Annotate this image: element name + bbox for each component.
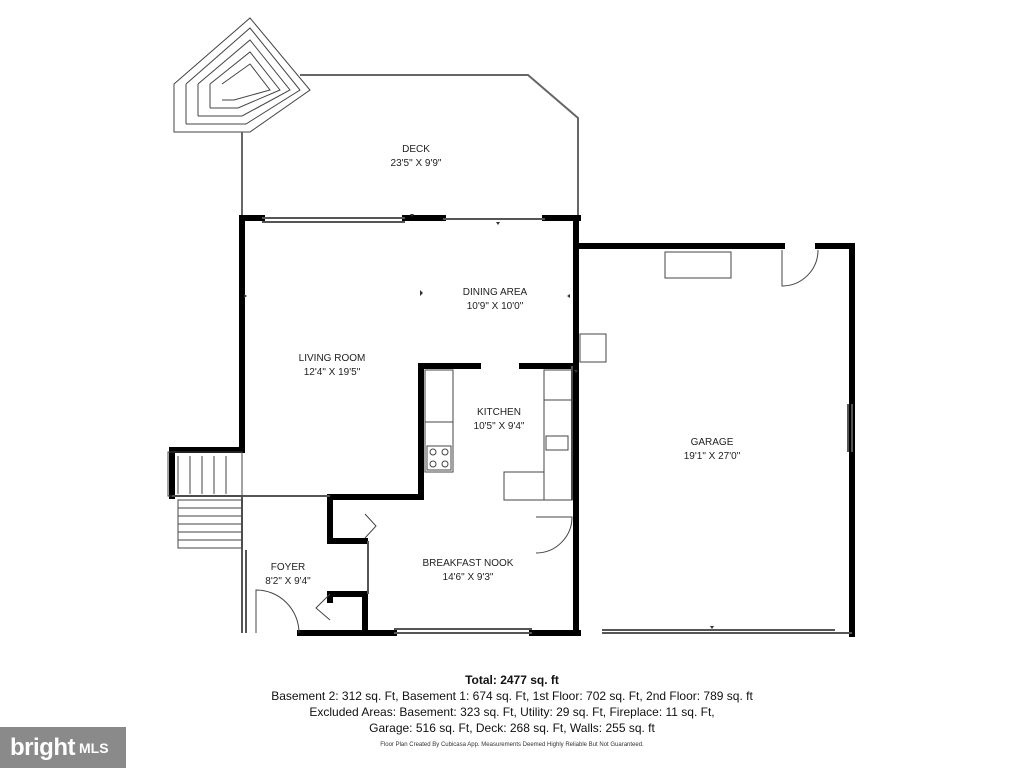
living-dims: 12'4" X 19'5" — [304, 367, 361, 378]
logo-brand: bright — [10, 733, 75, 761]
kitchen-label: KITCHEN — [477, 407, 521, 418]
entry-stairs — [167, 451, 243, 549]
dining-label: DINING AREA — [463, 287, 528, 298]
total-area: Total: 2477 sq. ft — [465, 673, 559, 687]
exterior-walls — [169, 215, 855, 637]
foyer-dims: 8'2" X 9'4" — [265, 576, 311, 587]
bright-mls-logo: bright MLS — [0, 727, 126, 768]
summary-line-1: Basement 2: 312 sq. Ft, Basement 1: 674 … — [271, 689, 753, 703]
nook-dims: 14'6" X 9'3" — [443, 572, 494, 583]
dining-dims: 10'9" X 10'0" — [467, 301, 524, 312]
area-summary: Total: 2477 sq. ft Basement 2: 312 sq. F… — [0, 672, 1024, 736]
logo-suffix: MLS — [78, 739, 109, 756]
dimension-markers — [244, 214, 714, 629]
foyer-label: FOYER — [271, 562, 305, 573]
garage-dims: 19'1" X 27'0" — [684, 451, 741, 462]
door-swings — [255, 249, 819, 634]
floor-plan: DECK 23'5" X 9'9" DINING AREA 10'9" X 10… — [167, 17, 855, 637]
garage-label: GARAGE — [691, 437, 734, 448]
kitchen-counters — [424, 369, 573, 501]
deck-outline — [241, 74, 579, 218]
deck-dims: 23'5" X 9'9" — [391, 158, 442, 169]
kitchen-dims: 10'5" X 9'4" — [474, 421, 525, 432]
nook-label: BREAKFAST NOOK — [423, 558, 514, 569]
living-label: LIVING ROOM — [299, 353, 366, 364]
deck-label: DECK — [402, 144, 430, 155]
disclaimer: Floor Plan Created By Cubicasa App. Meas… — [380, 742, 644, 748]
deck-stairs — [173, 17, 311, 133]
summary-line-2: Excluded Areas: Basement: 323 sq. Ft, Ut… — [309, 705, 715, 719]
summary-line-3: Garage: 516 sq. Ft, Deck: 268 sq. Ft, Wa… — [369, 721, 655, 735]
